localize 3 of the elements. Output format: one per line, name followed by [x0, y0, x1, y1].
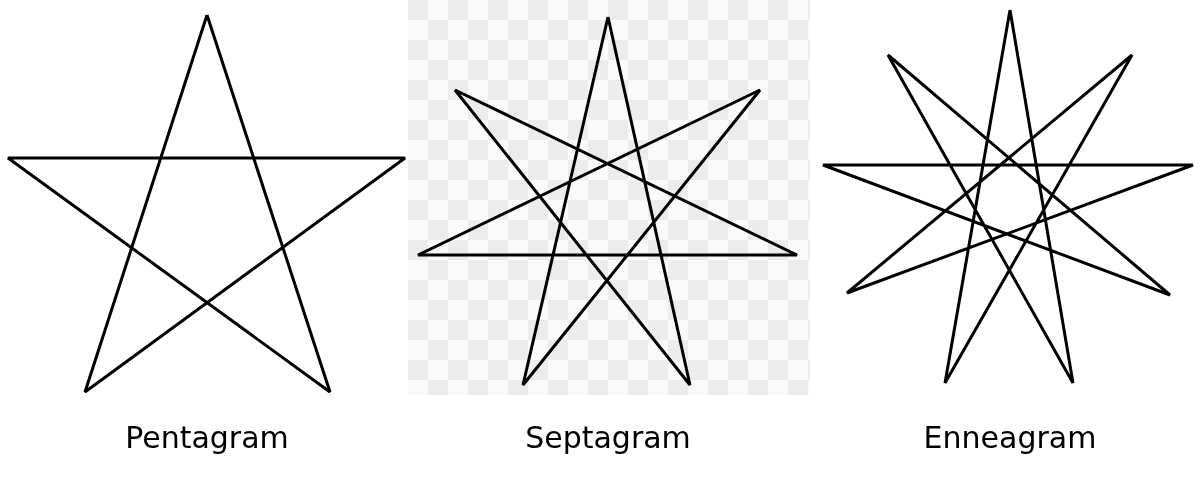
star-name-label: Enneagram — [922, 419, 1098, 457]
star-name-label: Septagram — [524, 419, 692, 457]
star-name-label: Pentagram — [124, 419, 290, 457]
